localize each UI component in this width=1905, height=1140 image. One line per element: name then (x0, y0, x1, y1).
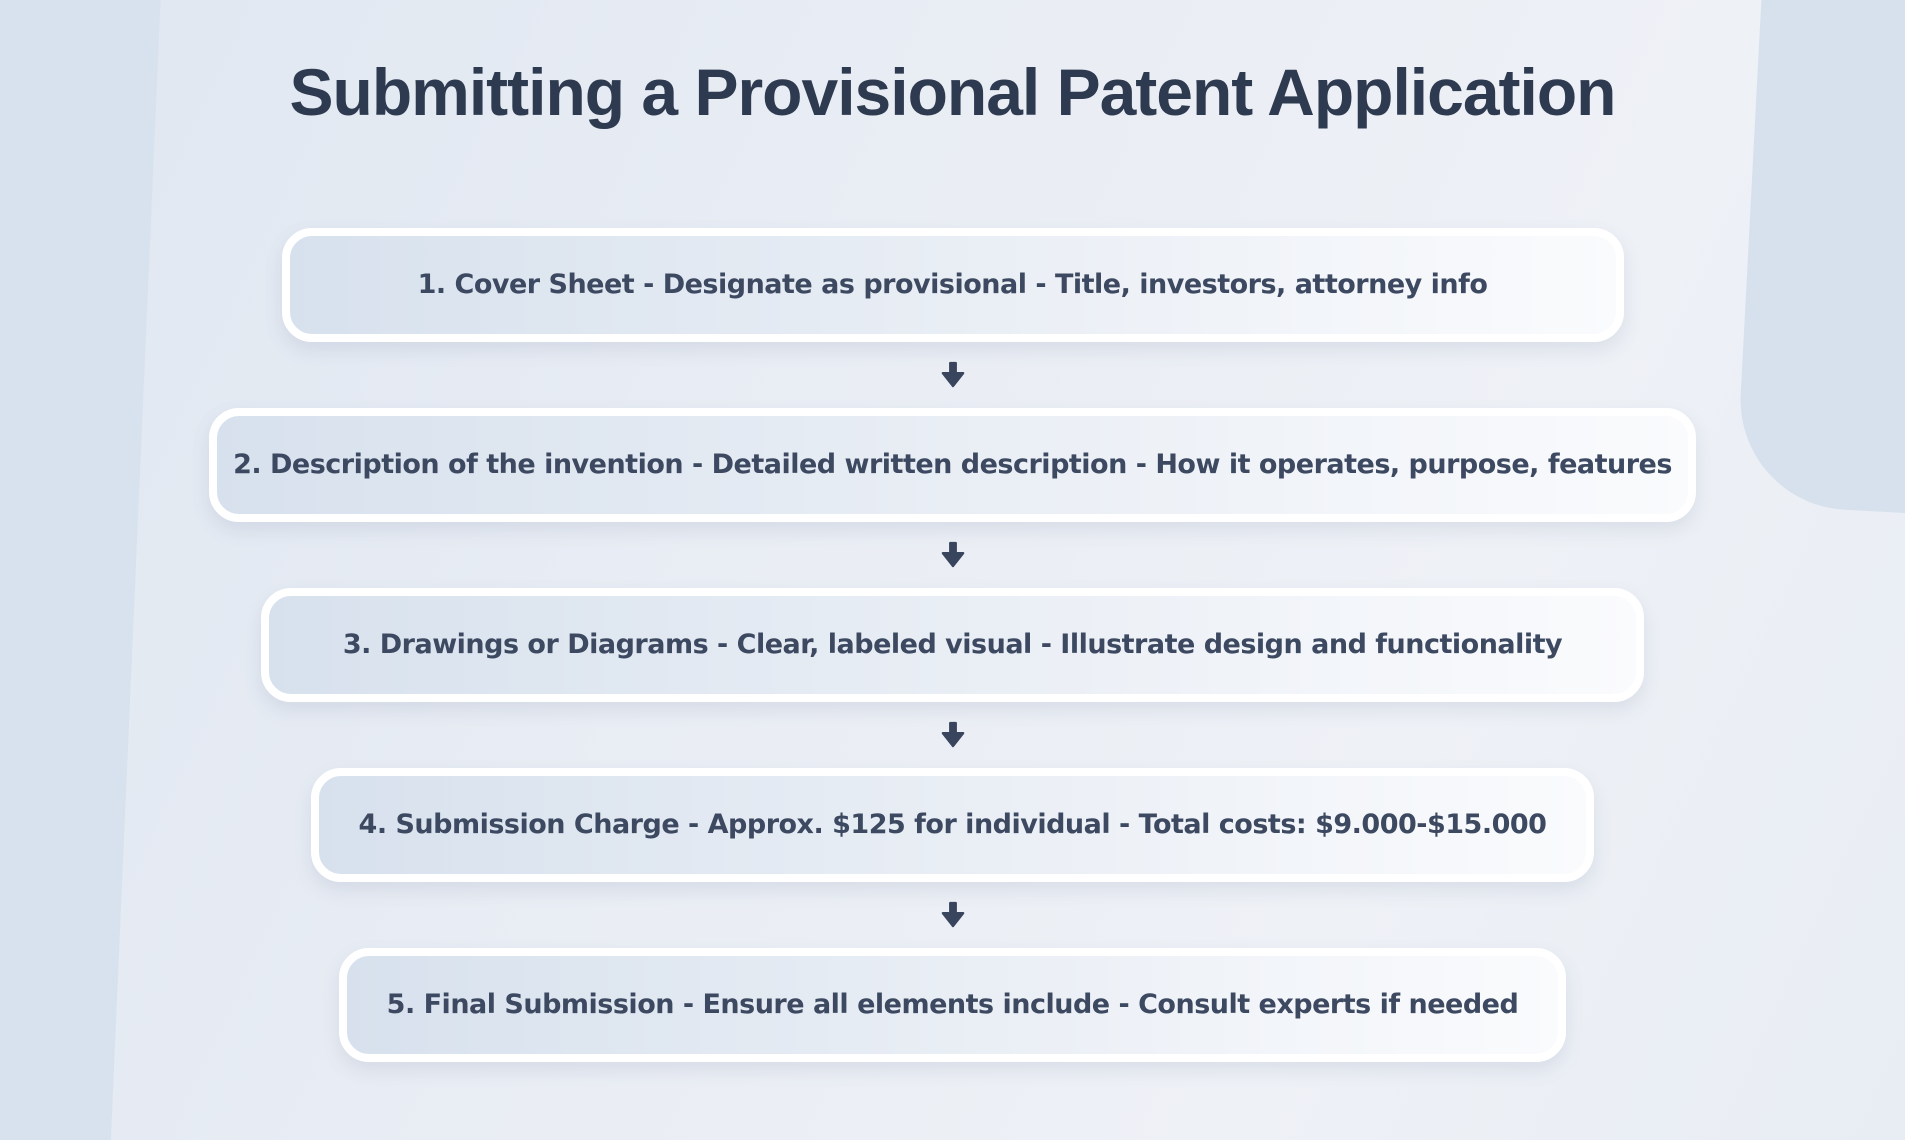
step-label-5: 5. Final Submission - Ensure all element… (386, 989, 1519, 1021)
connector-3 (941, 702, 965, 768)
down-arrow-icon (941, 361, 965, 389)
connector-4 (941, 882, 965, 948)
step-label-3: 3. Drawings or Diagrams - Clear, labeled… (342, 629, 1563, 661)
connector-1 (941, 342, 965, 408)
step-label-2: 2. Description of the invention - Detail… (233, 449, 1672, 481)
step-label-1: 1. Cover Sheet - Designate as provisiona… (417, 269, 1488, 301)
down-arrow-icon (941, 541, 965, 569)
step-label-4: 4. Submission Charge - Approx. $125 for … (358, 809, 1547, 841)
step-box-4: 4. Submission Charge - Approx. $125 for … (310, 767, 1595, 882)
page-title: Submitting a Provisional Patent Applicat… (289, 55, 1616, 129)
step-box-1: 1. Cover Sheet - Designate as provisiona… (281, 227, 1624, 342)
step-box-2: 2. Description of the invention - Detail… (209, 407, 1696, 522)
down-arrow-icon (941, 901, 965, 929)
step-box-3: 3. Drawings or Diagrams - Clear, labeled… (261, 587, 1644, 702)
connector-2 (941, 522, 965, 588)
step-box-5: 5. Final Submission - Ensure all element… (338, 947, 1567, 1062)
down-arrow-icon (941, 721, 965, 749)
